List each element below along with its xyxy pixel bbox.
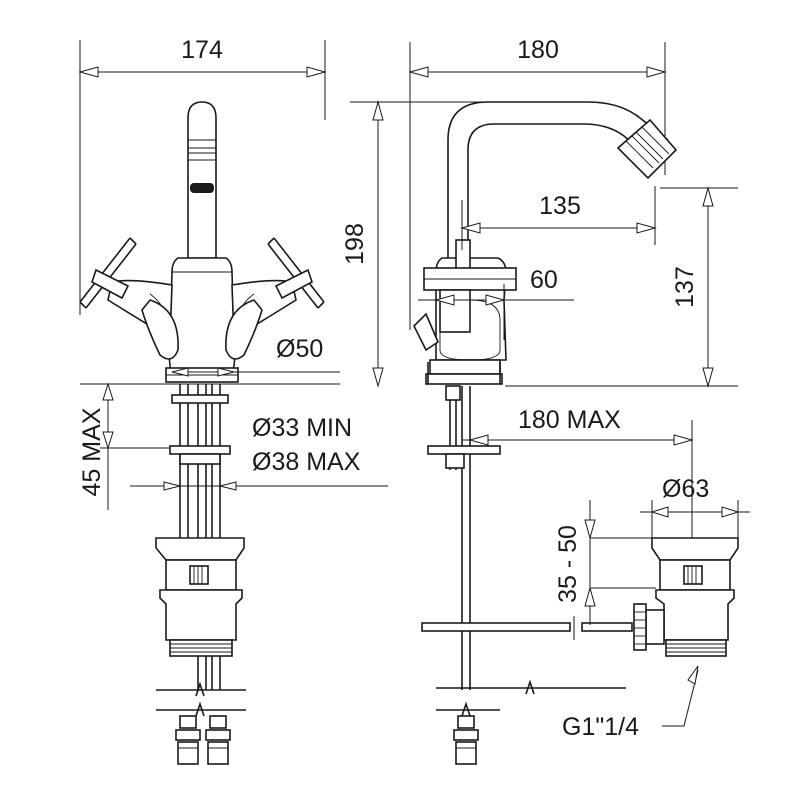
label-35-50: 35 - 50 <box>554 525 582 603</box>
thread-callout: G1"1/4 <box>562 665 699 741</box>
front-hoses <box>175 715 231 765</box>
front-break-lines <box>156 681 246 717</box>
label-137: 137 <box>671 266 699 308</box>
dim-height: 198 <box>341 100 508 388</box>
side-hose <box>453 715 479 765</box>
side-shank <box>427 385 501 690</box>
label-180: 180 <box>517 36 559 64</box>
label-60: 60 <box>530 266 558 294</box>
label-thread: G1"1/4 <box>562 713 639 741</box>
dim-base-diameter: Ø50 <box>171 335 340 377</box>
dim-handle-offset: 60 <box>418 266 574 340</box>
front-left-handle <box>79 237 179 360</box>
side-view: 180 198 <box>341 36 750 765</box>
side-cross-handle <box>413 239 517 352</box>
dim-waste-diameter: Ø63 <box>640 475 750 538</box>
dim-front-width: 174 <box>78 36 327 315</box>
side-spout <box>447 101 678 260</box>
side-break-lines <box>436 679 626 717</box>
label-174: 174 <box>181 36 223 64</box>
side-waste <box>633 537 739 657</box>
label-135: 135 <box>539 192 581 220</box>
front-waste <box>155 537 245 657</box>
dim-deck-thickness: 45 MAX <box>78 382 170 510</box>
side-popup-rod <box>421 616 633 640</box>
label-d63: Ø63 <box>662 475 709 503</box>
label-45max: 45 MAX <box>78 407 106 496</box>
dim-hole-diameter: Ø33 MIN Ø38 MAX <box>130 414 388 491</box>
front-spout <box>187 101 217 259</box>
dim-spout-reach: 135 <box>460 186 657 250</box>
front-right-handle <box>225 237 325 360</box>
label-d38: Ø38 MAX <box>252 448 361 476</box>
dim-waste-range: 35 - 50 <box>554 500 656 625</box>
label-180max: 180 MAX <box>518 406 621 434</box>
front-view: 174 <box>78 36 388 765</box>
label-d33: Ø33 MIN <box>252 414 352 442</box>
dim-rod-reach: 180 MAX <box>462 406 694 540</box>
front-body <box>165 257 239 383</box>
label-d50: Ø50 <box>276 335 323 363</box>
dim-spout-height: 137 <box>505 186 738 388</box>
label-198: 198 <box>341 223 369 265</box>
